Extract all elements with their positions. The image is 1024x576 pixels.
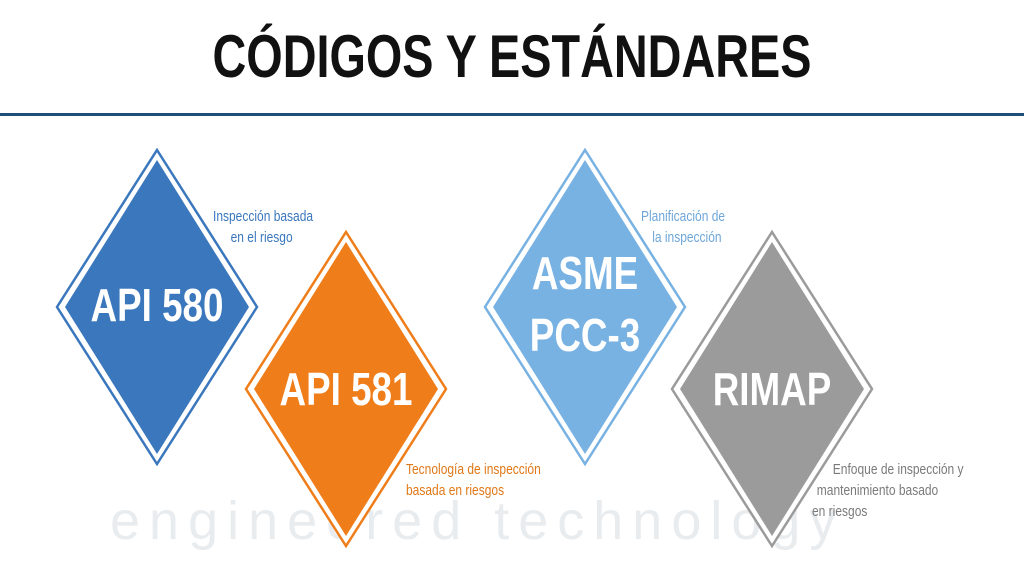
note-line: Enfoque de inspección y [832, 461, 964, 478]
note-api-580: Inspección basada en el riesgo [213, 206, 313, 248]
diamond-label: API 581 [279, 363, 413, 415]
diamond-api-580: API 580 [55, 148, 259, 466]
title-divider [0, 113, 1024, 116]
note-line: en el riesgo [230, 229, 293, 246]
note-line: la inspección [652, 229, 722, 246]
note-rimap: Enfoque de inspección y mantenimiento ba… [812, 459, 964, 522]
diamond-label: RIMAP [712, 363, 832, 415]
page-title: CÓDIGOS Y ESTÁNDARES [212, 23, 812, 90]
note-line: Tecnología de inspección [406, 461, 541, 478]
note-asme-pcc-3: Planificación de la inspección [641, 206, 725, 248]
note-line: Planificación de [641, 208, 726, 225]
diamond-asme-pcc-3: ASME PCC-3 [483, 148, 687, 466]
diamond-shape [483, 148, 687, 466]
diamond-shape [670, 230, 874, 548]
diamond-label: PCC-3 [529, 309, 641, 361]
diamond-shape [55, 148, 259, 466]
watermark-text: engineered technology [110, 491, 846, 551]
note-api-581: Tecnología de inspección basada en riesg… [406, 459, 541, 501]
note-line: basada en riesgos [406, 482, 505, 499]
diamond-rimap: RIMAP [670, 230, 874, 548]
diamond-label: API 580 [90, 279, 224, 331]
diamond-shape [244, 230, 448, 548]
diamond-api-581: API 581 [244, 230, 448, 548]
diamond-label: ASME [531, 247, 639, 299]
note-line: en riesgos [812, 503, 868, 520]
note-line: Inspección basada [213, 208, 314, 225]
note-line: mantenimiento basado [816, 482, 939, 499]
